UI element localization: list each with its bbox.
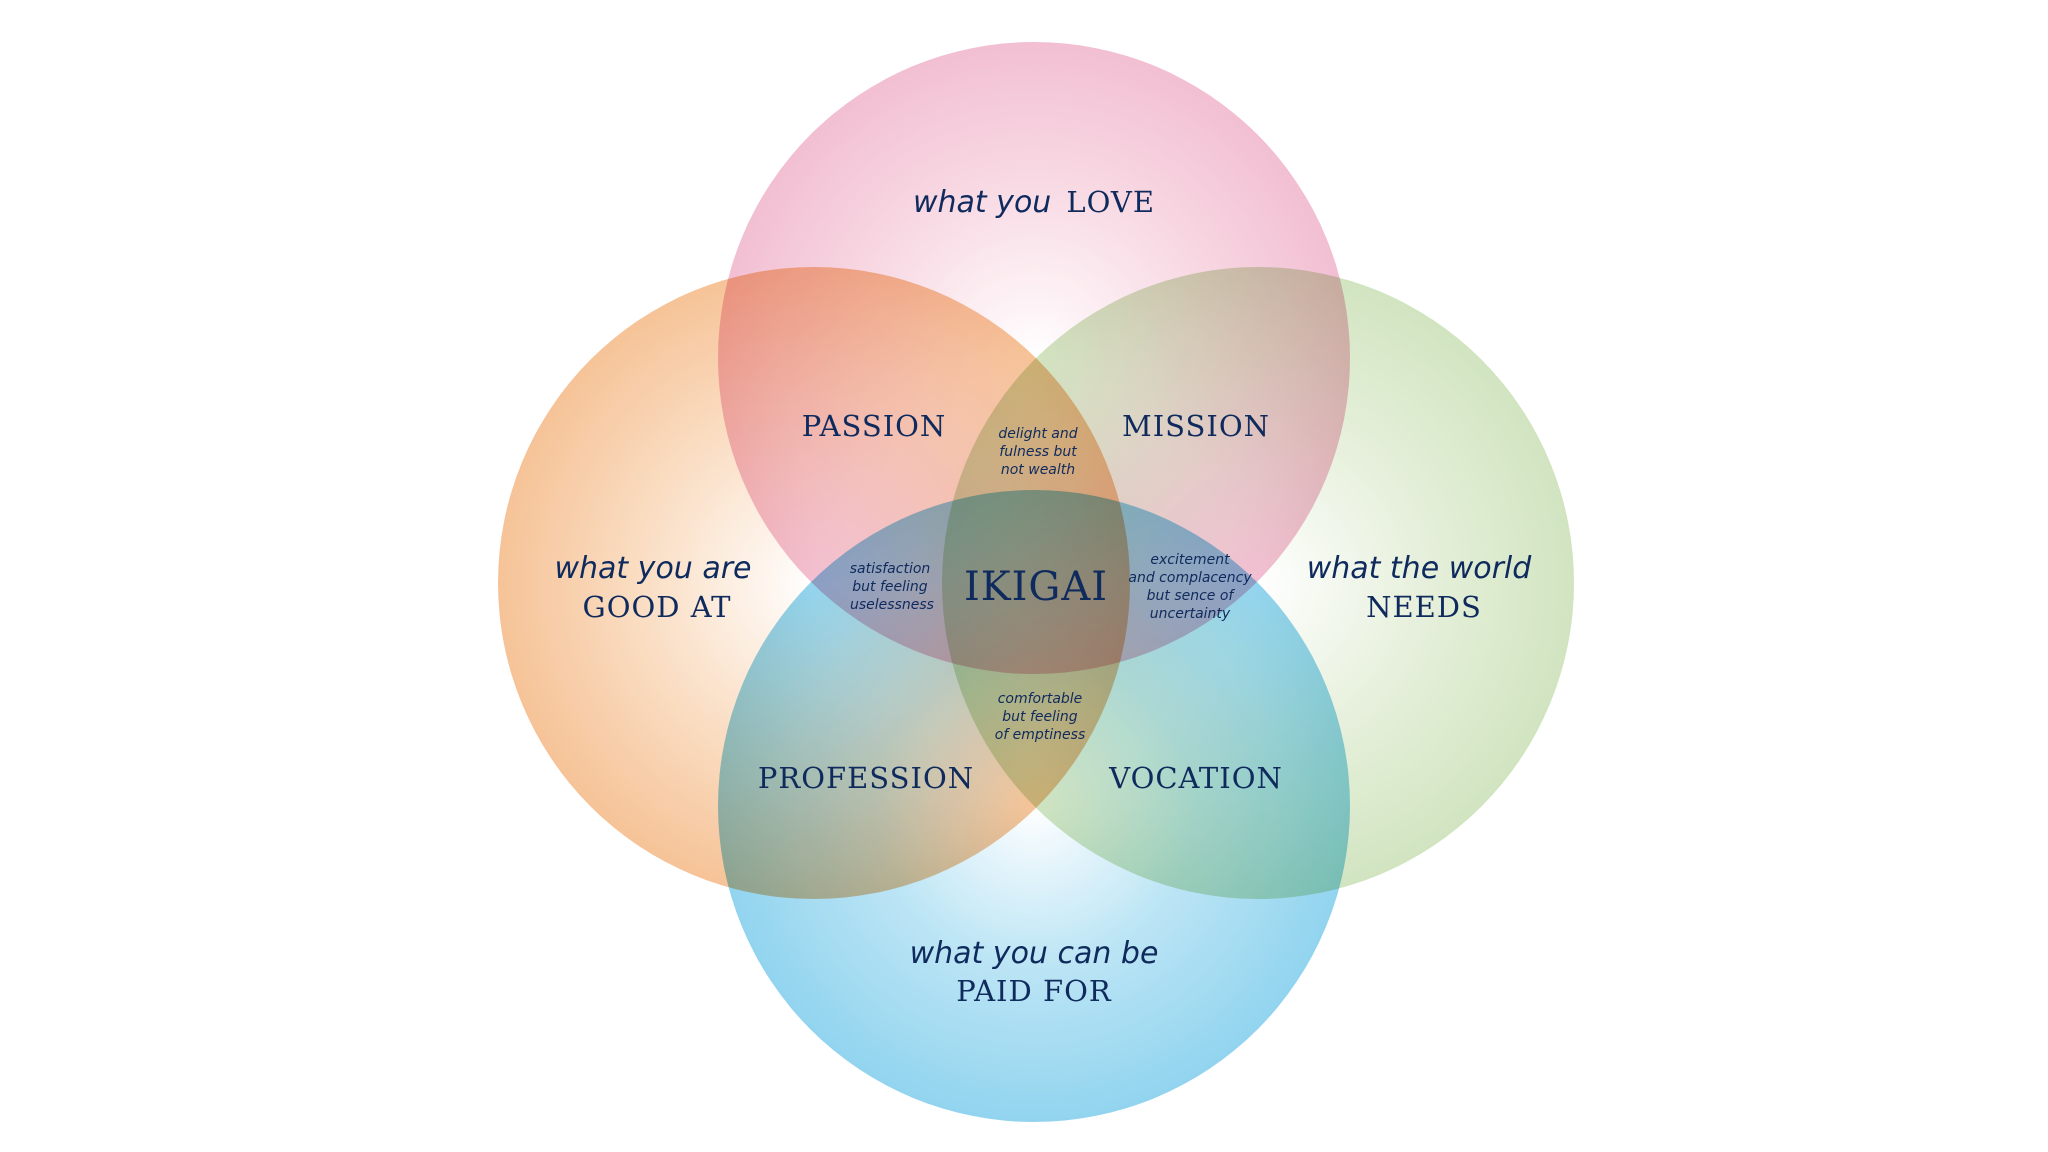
note-left-line1: satisfaction — [850, 561, 931, 577]
ikigai-center-label: IKIGAI — [964, 564, 1108, 610]
good-at-label-line2: GOOD AT — [583, 590, 732, 624]
note-bottom-line2: but feeling — [1002, 709, 1078, 725]
note-right-line3: but sence of — [1147, 588, 1236, 604]
note-right-line4: uncertainty — [1150, 606, 1231, 622]
love-label-line1: what you — [913, 185, 1051, 220]
note-left-line2: but feeling — [852, 579, 928, 595]
love-label-line2: LOVE — [1066, 185, 1155, 219]
profession-label: PROFESSION — [758, 761, 974, 795]
note-top-line3: not wealth — [1001, 462, 1075, 478]
world-needs-label-line2: NEEDS — [1366, 590, 1482, 624]
note-right-line1: excitement — [1150, 552, 1230, 568]
note-right-line2: and complacency — [1128, 570, 1252, 586]
paid-for-circle — [718, 490, 1350, 1122]
note-bottom-line3: of emptiness — [995, 727, 1086, 743]
note-bottom-line1: comfortable — [998, 691, 1083, 707]
paid-for-label-line1: what you can be — [910, 936, 1159, 971]
note-top-line2: fulness but — [999, 444, 1077, 460]
note-top-line1: delight and — [998, 426, 1077, 442]
note-left-line3: uselessness — [850, 597, 934, 613]
love-label: what you LOVE — [913, 185, 1155, 220]
mission-label: MISSION — [1122, 409, 1270, 443]
world-needs-label-line1: what the world — [1307, 551, 1533, 586]
passion-label: PASSION — [802, 409, 947, 443]
good-at-label-line1: what you are — [554, 551, 751, 586]
vocation-label: VOCATION — [1108, 761, 1283, 795]
paid-for-label-line2: PAID FOR — [956, 974, 1112, 1008]
